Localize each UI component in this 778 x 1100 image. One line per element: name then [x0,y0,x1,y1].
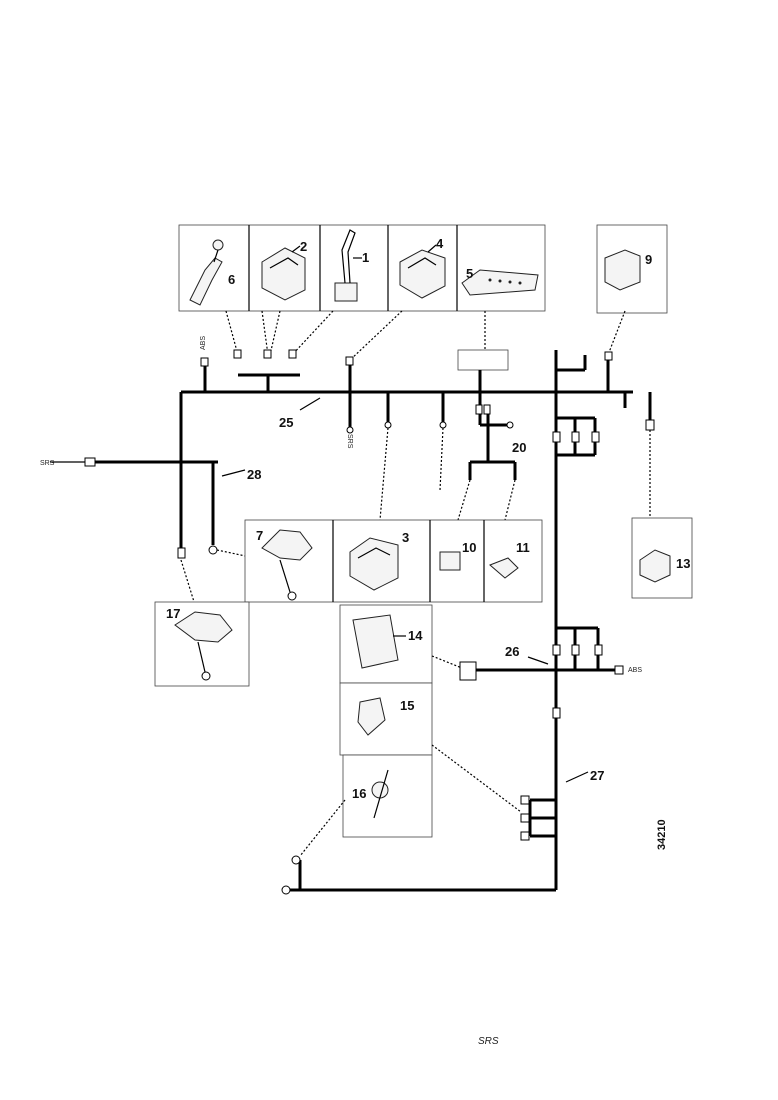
label-14: 14 [408,628,423,643]
harness-27: 27 [281,707,604,895]
component-13-panel: 13 [631,517,693,599]
label-3: 3 [402,530,409,545]
harness-25: 25 [179,360,652,555]
main-vertical-harness [552,350,655,890]
connector-block-5 [457,349,509,371]
label-20: 20 [512,440,526,455]
label-27: 27 [590,768,604,783]
label-10: 10 [462,540,476,555]
component-15: 15 [357,697,414,736]
component-5: 5 [461,266,539,296]
label-1: 1 [362,250,369,265]
label-5: 5 [466,266,473,281]
label-28: 28 [247,467,261,482]
label-16: 16 [352,786,366,801]
label-25: 25 [279,415,293,430]
tag-srs-left: SRS [40,460,55,467]
tag-abs-top: ABS [200,336,207,350]
label-9: 9 [645,252,652,267]
component-2: 2 [261,239,307,301]
component-16: 16 [352,769,389,819]
component-17-panel: 17 [154,601,250,687]
harness-26: ABS 26 [431,626,642,681]
component-6: 6 [189,239,235,306]
label-2: 2 [300,239,307,254]
component-3: 3 [349,530,409,591]
top-fan-lines: ABS [200,310,626,367]
component-7: 7 [256,528,313,601]
lower-component-panel: 14 15 16 [339,604,433,838]
figure-number: 34210 [656,819,668,850]
middle-component-panel: 7 3 10 11 [244,519,543,603]
label-13: 13 [676,556,690,571]
component-10: 10 [439,540,476,571]
component-9-panel: 9 [596,224,668,314]
label-4: 4 [436,236,444,251]
tag-srs-mid: SRS [346,434,353,449]
tag-srs-bottom: SRS [478,1036,499,1047]
middle-drops: SRS [346,421,447,521]
component-14: 14 [352,614,423,669]
label-6: 6 [228,272,235,287]
harness-20: 20 [457,404,526,521]
component-11: 11 [489,540,530,579]
label-7: 7 [256,528,263,543]
tag-abs-right: ABS [628,667,642,674]
label-17: 17 [166,606,180,621]
harness-28: SRS 28 [40,457,261,606]
label-11: 11 [516,540,530,555]
label-15: 15 [400,698,414,713]
label-26: 26 [505,644,519,659]
top-component-panel: 6 2 1 4 5 [178,224,546,312]
component-4: 4 [399,236,446,299]
component-1: 1 [334,229,369,302]
